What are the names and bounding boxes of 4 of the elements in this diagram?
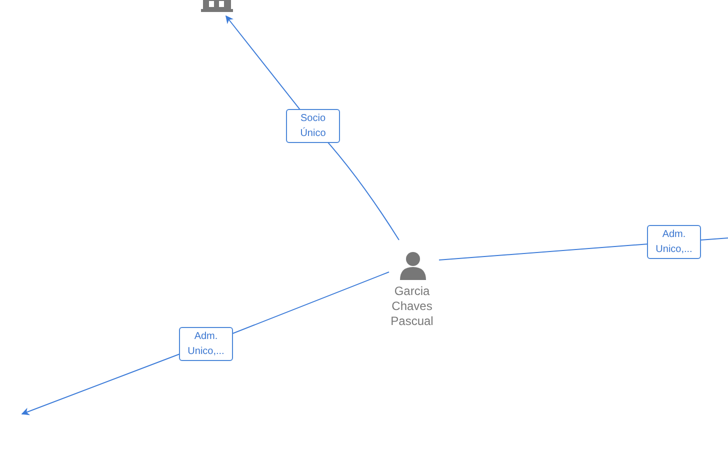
edge-label: Adm. Unico,... [647,225,701,259]
person-name: Garcia Chaves Pascual [390,284,434,329]
edge-label: Adm. Unico,... [179,327,233,361]
edge-label: Socio Único [286,109,340,143]
